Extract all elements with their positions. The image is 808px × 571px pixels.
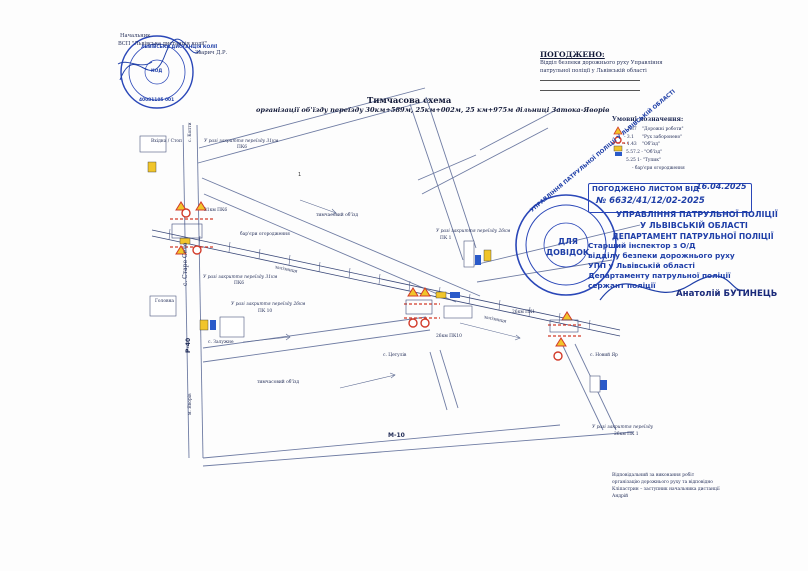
note-closure-31km-2: У разі закриття переїзду 31км <box>203 275 278 280</box>
detour-label-top: тимчасовий об'їзд <box>316 213 359 218</box>
responsible-line-4: Андрій <box>612 494 629 499</box>
responsible-line-2: організацію дорожнього руху та відповідн… <box>612 480 713 485</box>
note-closure-31km: У разі закриття переїзду 31км <box>204 139 279 144</box>
responsible-line-1: Відповідальний за виконання робіт <box>612 473 695 478</box>
sign-box-label: Вхідна / Стоп <box>151 139 182 144</box>
inspector-line-1: Старший інспектор з О/Д <box>588 241 696 250</box>
approval-letter-box <box>588 183 752 213</box>
left-signer-org: ВСП "Львівська дистанція колії" <box>118 41 207 47</box>
sign-box-label: Головна <box>155 299 174 304</box>
village-tsetuliv: с. Цетулів <box>383 353 407 358</box>
note-closure-26km-right: У разі закриття переїзду 26км <box>436 229 511 234</box>
note-closure-26km: У разі закриття переїзду 26км <box>231 302 306 307</box>
approval-sign-line <box>540 90 640 91</box>
svg-text:1: 1 <box>298 172 301 178</box>
approval-letter-number: № 6632/41/12/02-2025 <box>596 196 705 206</box>
right-stamp-center-1: ДЛЯ <box>558 237 578 246</box>
legend-item-desc: "Рух заборонено" <box>642 135 683 140</box>
note-closure-bottom-pk: 26км ПК 1 <box>614 432 639 437</box>
left-signer-name: Зварич Д.Р. <box>195 50 228 56</box>
right-stamp-center-2: ДОВІДОК <box>546 248 590 257</box>
note-closure-31km-pk: ПК6 <box>237 145 248 150</box>
note-closure-26km-pk: ПК 10 <box>258 309 273 314</box>
inspector-line-4: Департаменту патрульної поліції <box>588 271 731 280</box>
road-m10: М-10 <box>388 432 405 439</box>
approval-sign-line <box>540 80 640 81</box>
left-stamp-center: КОД <box>151 69 163 74</box>
inspector-line-2: відділу безпеки дорожнього руху <box>588 251 735 260</box>
approval-line-2: патрульної поліції у Львівській області <box>540 68 647 74</box>
detour-label-bottom: тимчасовий об'їзд <box>257 380 300 385</box>
document-title: Тимчасова схема <box>367 95 452 105</box>
inspector-line-5: сержант поліції <box>588 281 656 290</box>
approval-line-1: Відділ безпеки дорожнього руху Управлінн… <box>540 60 663 66</box>
document-subtitle: організації об'їзду переїзду 30км+589м, … <box>256 106 610 114</box>
responsible-line-3: Кліпастрин – заступник начальника дистан… <box>612 487 720 492</box>
legend-item-code: - 1.37 <box>624 127 637 132</box>
approval-heading: ПОГОДЖЕНО: <box>540 50 605 59</box>
left-stamp-ring-text: ЛЬВІВСЬКА ДИСТАНЦІЯ КОЛІЇ <box>141 45 218 50</box>
legend-heading: Умовні позначення: <box>612 116 684 123</box>
legend-item-desc: 5.57.2 - "Об'їзд" <box>626 150 663 155</box>
village-novyi-yar: с. Новий Яр <box>590 353 618 358</box>
inspector-line-3: УПП у Львівській області <box>588 261 695 270</box>
left-stamp-code: 40081105 001 <box>139 98 175 103</box>
note-closure-31km-2-pk: ПК6 <box>234 281 245 286</box>
village-zaluzhne: с. Залужне <box>208 340 234 345</box>
note-closure-bottom: У разі закриття переїзду <box>592 425 654 430</box>
approval-letter-date: 16.04.2025 <box>696 182 747 191</box>
legend-item-desc: "Дорожні роботи" <box>642 127 684 132</box>
crossing-label-26km-pk10: 26км ПК10 <box>436 334 462 339</box>
right-stamp-org-2: У ЛЬВІВСЬКІЙ ОБЛАСТІ <box>640 221 748 230</box>
barrier-note: бар'єри огородження <box>240 232 290 237</box>
inspector-signer-name: Анатолій БУТИНЕЦЬ <box>676 289 778 299</box>
legend-item-desc: 5.25 1- "Тупик" <box>626 158 661 163</box>
right-stamp-org-1: УПРАВЛІННЯ ПАТРУЛЬНОЇ ПОЛІЦІЇ <box>616 210 778 219</box>
note-closure-26km-right-pk: ПК 1 <box>440 236 452 241</box>
legend-item-desc: - бар'єри огородження <box>632 166 685 171</box>
left-signer-position: Начальник <box>120 33 151 39</box>
legend-item-code: - 3.1 <box>624 135 634 140</box>
right-stamp-org-3: ДЕПАРТАМЕНТ ПАТРУЛЬНОЇ ПОЛІЦІЇ <box>612 232 774 241</box>
legend-item-code: - 1.43 <box>624 142 637 147</box>
approval-letter-text: ПОГОДЖЕНО ЛИСТОМ ВІД <box>592 185 700 193</box>
crossing-label-31km: 31км ПК6 <box>204 208 228 213</box>
crossing-label-26km-pk1: 26км ПК1 <box>512 310 536 315</box>
legend-item-desc: "Об'їзд" <box>642 142 660 147</box>
